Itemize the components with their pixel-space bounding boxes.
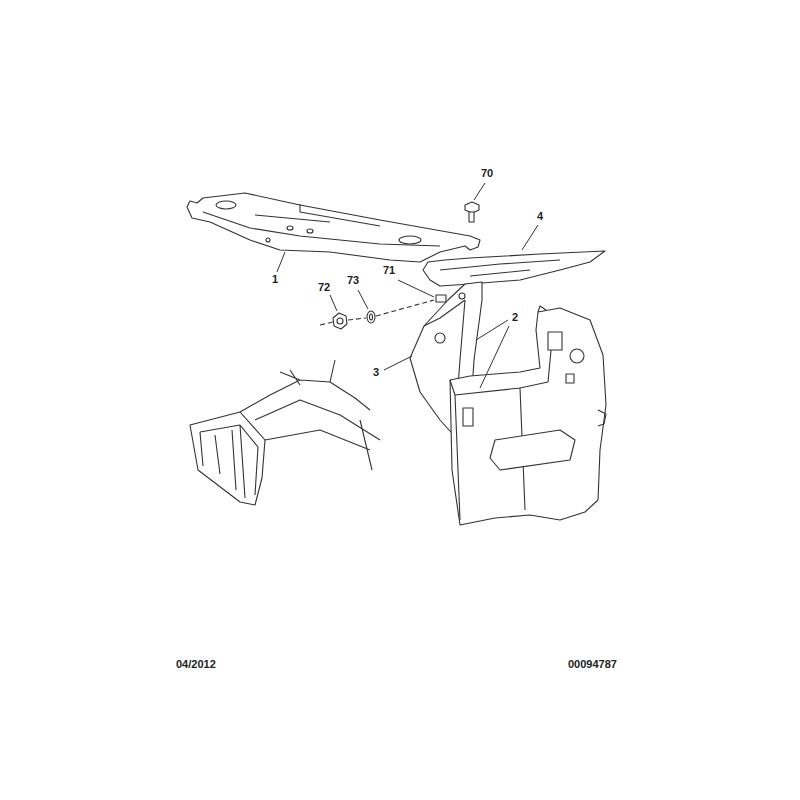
callout-number: 71 <box>383 265 395 276</box>
side-panel-cutout <box>548 332 562 350</box>
footer-note: 00094787 <box>568 659 617 670</box>
leader-line <box>480 326 509 388</box>
assembly-axis <box>320 300 434 325</box>
side-panel <box>450 308 606 525</box>
side-panel-flange <box>538 306 606 426</box>
bracket-hole <box>459 293 465 299</box>
callout-number: 70 <box>481 168 493 179</box>
cowl-panel <box>187 193 480 262</box>
callout-number: 2 <box>512 312 518 323</box>
leader-line <box>277 252 285 272</box>
footer-note: 04/2012 <box>176 659 216 670</box>
upper-panel <box>423 251 605 286</box>
callout-number: 3 <box>373 367 379 378</box>
upper-panel-edge <box>440 260 560 276</box>
cowl-panel-edge <box>203 204 440 246</box>
leader-line <box>398 280 434 297</box>
side-panel-cutout <box>463 408 473 426</box>
leader-line <box>358 290 368 309</box>
side-panel-cutout <box>566 374 574 383</box>
cowl-hole <box>266 238 270 242</box>
stud <box>436 295 446 302</box>
leader-line <box>384 356 412 370</box>
cowl-hole <box>216 201 236 209</box>
leader-line <box>330 295 337 311</box>
callout-number: 1 <box>272 274 278 285</box>
leader-line <box>522 225 538 250</box>
washer <box>367 311 375 323</box>
cowl-hole <box>287 226 293 230</box>
front-frame <box>190 412 265 505</box>
bracket-hole <box>435 333 445 343</box>
cowl-hole <box>307 229 313 233</box>
side-panel-hole <box>570 349 584 363</box>
cowl-hole <box>399 236 421 244</box>
side-panel-edge <box>450 340 552 520</box>
leader-line <box>474 183 485 200</box>
bolt <box>465 202 479 222</box>
nut <box>333 313 347 329</box>
callout-number: 73 <box>347 275 359 286</box>
front-frame-face <box>200 425 258 498</box>
side-panel-recess <box>490 430 575 470</box>
leader-lines <box>277 183 538 388</box>
leader-line <box>476 320 508 340</box>
front-structure <box>240 360 380 470</box>
callout-number: 72 <box>318 282 330 293</box>
side-bracket <box>410 282 482 440</box>
callout-number: 4 <box>537 211 543 222</box>
